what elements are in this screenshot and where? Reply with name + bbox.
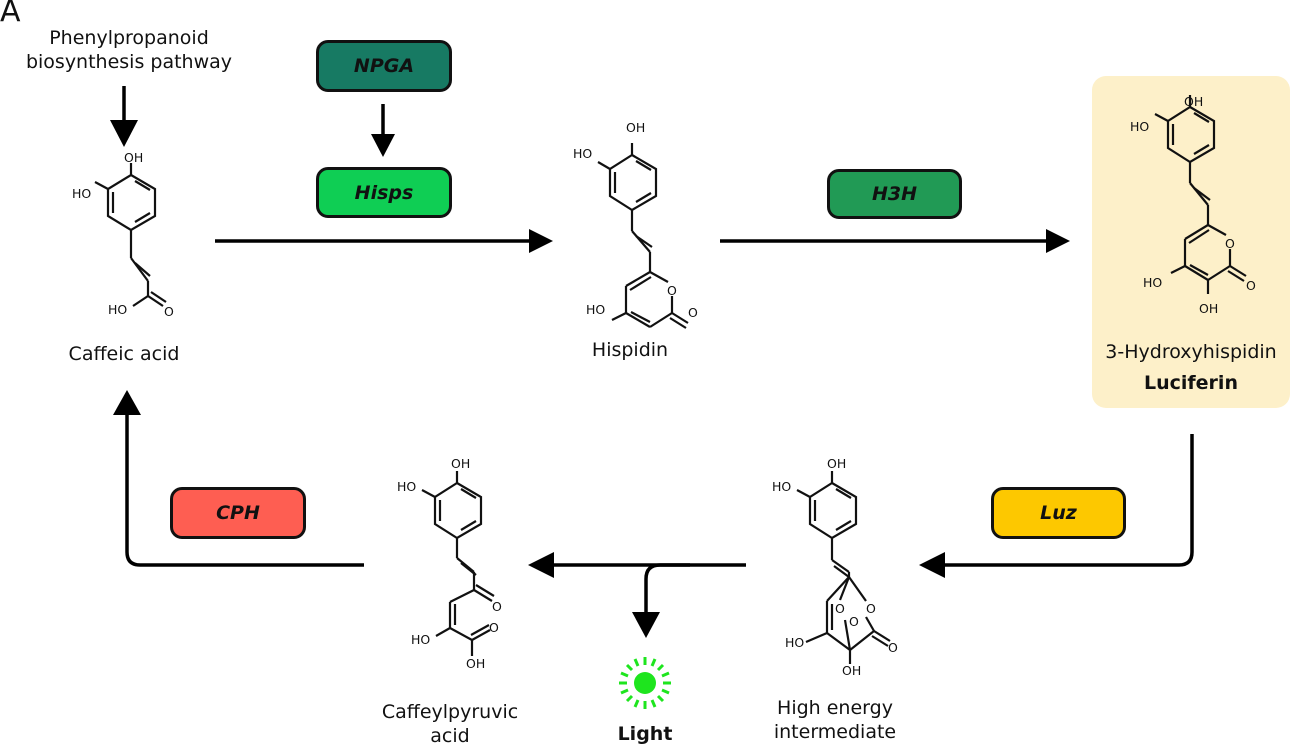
hydroxyhispidin-oh-bottom: OH [1199,301,1218,316]
enzyme-cph: CPH [170,487,306,539]
caffeic-oh-top: OH [124,150,143,165]
intermediate-ho-left: HO [772,479,791,494]
arrowhead-light [632,612,660,638]
hydroxyhispidin-ho-left: HO [1130,119,1149,134]
caffeylpyruvic-line2: acid [430,725,470,747]
high-energy-intermediate-label: High energy intermediate [755,696,915,744]
enzyme-h3h: H3H [827,169,962,219]
caffeic-o-carbonyl: O [164,304,174,319]
panel-label: A [0,0,21,29]
hydroxyhispidin-oh-top: OH [1184,94,1203,109]
arrowhead-luciferin-intermediate [919,552,945,578]
caffeic-acid-structure [94,163,167,307]
hispidin-oh-top: OH [626,120,645,135]
hydroxyhispidin-label: 3-Hydroxyhispidin [1105,341,1277,363]
hydroxyhispidin-o-ring: O [1225,236,1235,251]
caffeylpyruvic-oh-bottom: OH [466,656,485,671]
phenylpropanoid-label: Phenylpropanoid biosynthesis pathway [0,26,258,74]
arrowhead-intermediate-caffeylpyruvic [528,552,554,578]
intermediate-o-carbonyl: O [888,640,898,655]
high-energy-intermediate-structure [796,471,891,664]
intermediate-o-peroxide1: O [835,601,845,616]
arrowhead-npga-hisps [371,134,395,157]
phenylpropanoid-line1: Phenylpropanoid [49,27,209,49]
arrowhead-phenylpropanoid [110,120,138,147]
intermediate-o-ring: O [866,601,876,616]
phenylpropanoid-line2: biosynthesis pathway [25,51,233,73]
caffeic-acid-label: Caffeic acid [68,343,180,365]
caffeylpyruvic-o-acid: O [489,620,499,635]
hispidin-o-carbonyl: O [688,305,698,320]
intermediate-oh-top: OH [827,456,846,471]
intermediate-o-peroxide2: O [849,614,859,629]
hispidin-ho-bottom: HO [586,302,605,317]
caffeylpyruvic-ho-left: HO [397,479,416,494]
caffeic-ho-acid: HO [108,302,127,317]
caffeylpyruvic-acid-structure [421,471,495,656]
arrowhead-caffeic-hispidin [529,229,553,253]
hydroxyhispidin-o-carbonyl: O [1246,278,1256,293]
high-energy-line2: intermediate [773,721,897,743]
enzyme-luz: Luz [991,487,1126,539]
enzyme-npga: NPGA [316,40,452,92]
enzyme-hisps: Hisps [316,167,452,218]
hydroxyhispidin-structure [1154,95,1247,294]
caffeylpyruvic-oh-top: OH [451,456,470,471]
light-label: Light [617,723,673,745]
high-energy-line1: High energy [777,697,893,719]
hispidin-ho-left: HO [573,146,592,161]
arrow-caffeylpyruvic-caffeic-shaft [125,413,364,567]
arrowhead-caffeic-acid-return [113,390,141,415]
caffeylpyruvic-line1: Caffeylpyruvic [381,701,519,723]
hydroxyhispidin-ho-left2: HO [1143,275,1162,290]
hispidin-structure [597,143,689,329]
arrow-light-branch-shaft [644,563,690,616]
caffeylpyruvic-o-ketone: O [492,599,502,614]
luciferin-label: Luciferin [1144,372,1238,394]
arrow-luciferin-intermediate-shaft [945,434,1194,567]
arrowhead-hispidin-luciferin [1046,229,1070,253]
caffeylpyruvic-ho-bottom: HO [411,632,430,647]
intermediate-oh-bottom: OH [842,663,861,678]
caffeylpyruvic-acid-label: Caffeylpyruvic acid [370,700,530,748]
intermediate-ho-bottom-left: HO [785,635,804,650]
light-sun-icon [619,657,671,709]
hispidin-label: Hispidin [591,339,669,361]
hispidin-o-ring: O [667,283,677,298]
caffeic-ho-left: HO [72,186,91,201]
